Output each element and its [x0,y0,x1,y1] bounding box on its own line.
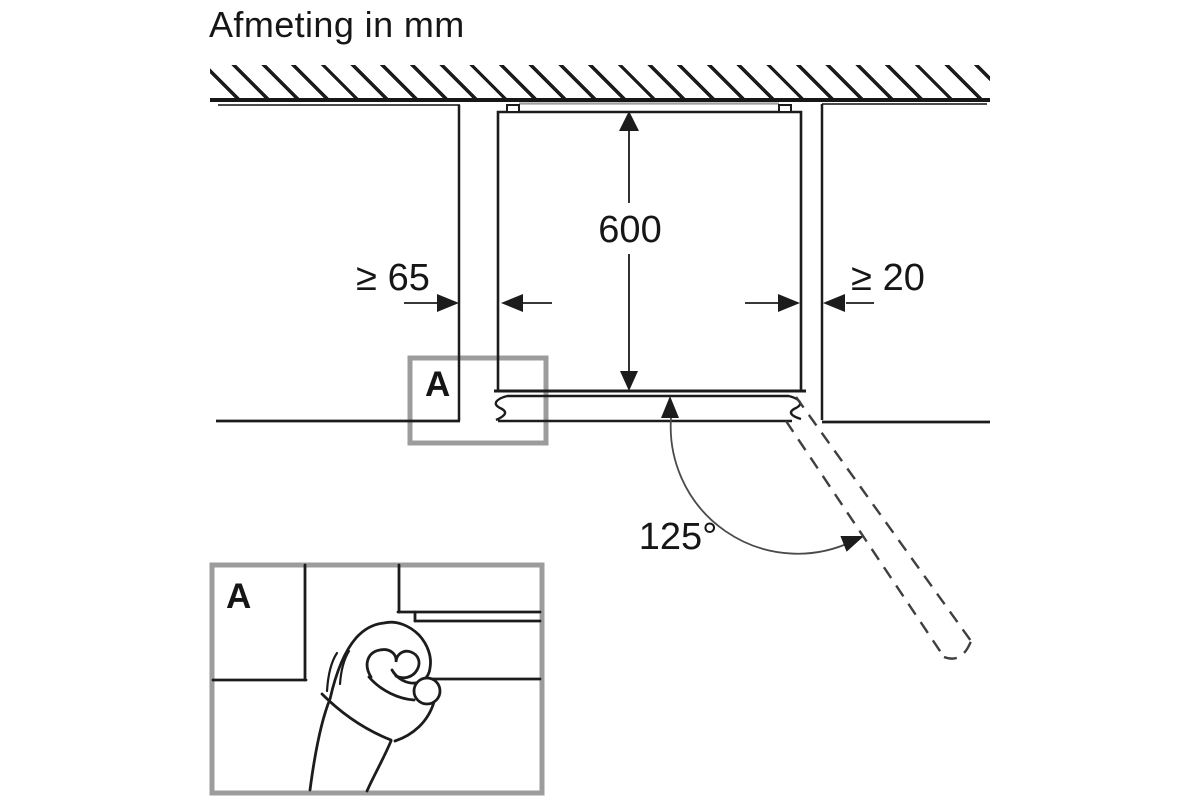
right-clearance-label: ≥ 20 [851,257,925,299]
arrowhead-up-icon [661,396,679,418]
door-angle-arc [661,396,864,555]
arrowhead-right-icon [778,294,800,312]
right-wall [820,103,990,424]
angle-arc [669,417,852,555]
detail-view-letter: A [226,577,252,616]
detail-marker-letter: A [425,365,451,404]
hand-knuckles [365,648,421,680]
hand-thumb [320,692,393,742]
hand-wrist-right [365,739,393,793]
ceiling-hatch-band [210,65,990,102]
open-door-end-cap [943,640,973,660]
dimension-depth [619,111,639,391]
depth-dimension-label: 600 [598,209,662,251]
dimension-left-clearance [404,294,552,312]
hand-tendon-lines [325,649,351,693]
detail-marker-rect [407,355,549,446]
left-clearance-label: ≥ 65 [356,257,430,299]
hand-finger-curl [367,675,416,702]
open-door-inner-edge [795,396,972,642]
appliance-body [494,104,806,393]
grip-knob [412,676,442,706]
arrowhead-arc-end-icon [840,536,864,552]
door-closed [494,394,802,423]
dimension-right-clearance [745,294,874,312]
right-hinge-notch [778,104,792,113]
left-hinge-notch [506,104,520,113]
arrowhead-left-icon [823,294,845,312]
detail-view-content [211,563,542,793]
door-open-dashed [785,396,973,660]
appliance-outline [496,110,803,391]
arrowhead-down-icon [620,371,638,391]
hand-index-lower [393,700,436,743]
arrowhead-left-icon [501,294,523,312]
detail-marker-frame [407,355,549,446]
arrowhead-up-icon [619,111,639,131]
open-door-outer-edge [785,420,945,658]
diagram-title: Afmeting in mm [209,4,465,45]
door-angle-label: 125° [638,516,718,558]
door-break-left [494,394,508,422]
left-cabinet [216,104,461,423]
arrowhead-right-icon [437,294,459,312]
